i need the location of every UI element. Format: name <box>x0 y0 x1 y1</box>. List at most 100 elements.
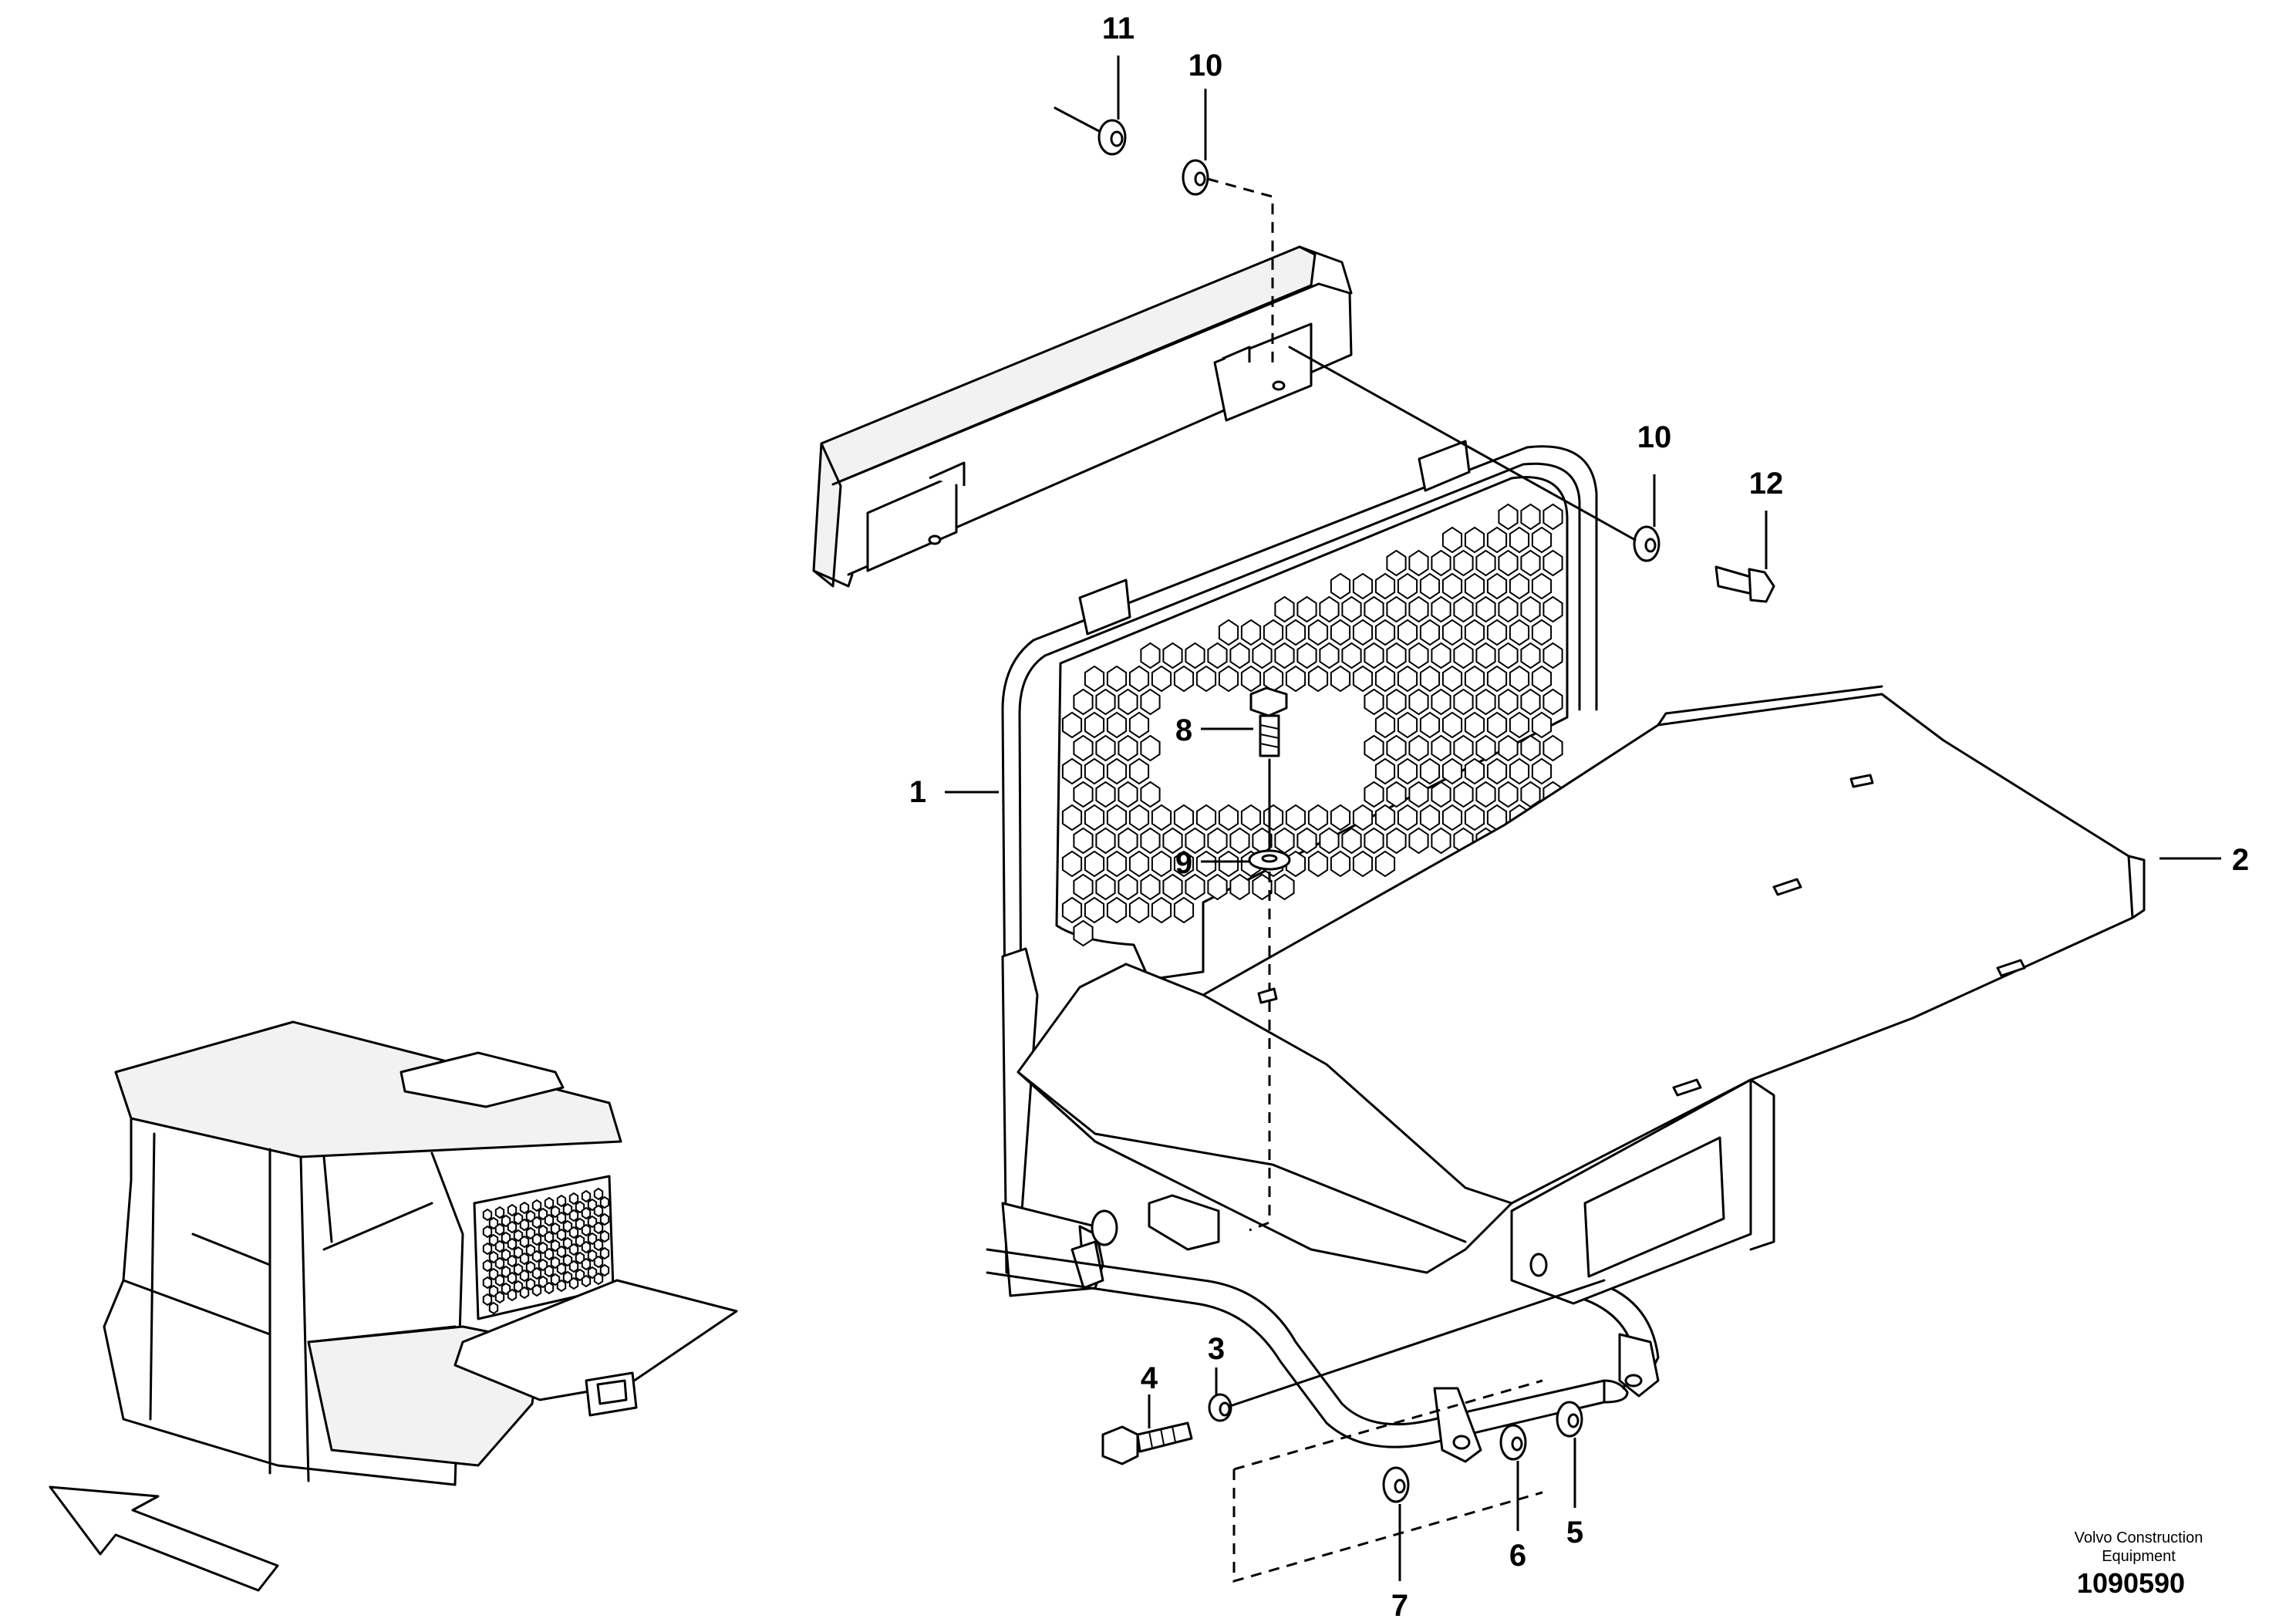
mesh-hexagon <box>1118 688 1138 716</box>
mesh-hexagon <box>1364 827 1384 855</box>
bolt-8 <box>1249 686 1288 850</box>
mesh-hexagon <box>1073 873 1094 901</box>
mesh-hexagon <box>1173 804 1195 831</box>
callout-2: 2 <box>2232 843 2249 877</box>
mesh-hexagon <box>1520 688 1541 716</box>
callout-11: 11 <box>1102 12 1135 46</box>
mini-mesh-hexagon <box>482 1259 493 1273</box>
grille-frame <box>986 440 1660 1463</box>
mini-hexagon-mesh <box>482 1187 610 1315</box>
mini-mesh-hexagon <box>599 1195 610 1209</box>
mesh-hexagon <box>1218 665 1239 693</box>
mesh-hexagon <box>1531 572 1553 600</box>
manufacturer-line-2: Equipment <box>2102 1548 2176 1565</box>
mesh-hexagon <box>1531 619 1553 646</box>
mesh-hexagon <box>1106 665 1128 693</box>
mesh-hexagon <box>1128 711 1150 739</box>
mesh-hexagon <box>1419 757 1441 785</box>
mesh-hexagon <box>1140 642 1161 669</box>
mesh-hexagon <box>1386 595 1407 623</box>
mesh-hexagon <box>1408 549 1429 577</box>
mesh-hexagon <box>1073 688 1094 716</box>
mesh-hexagon <box>1073 919 1094 947</box>
mini-mesh-hexagon <box>544 1230 555 1244</box>
mesh-hexagon <box>1307 850 1329 878</box>
mini-mesh-hexagon <box>544 1213 555 1227</box>
mesh-hexagon <box>1330 804 1351 831</box>
mesh-hexagon <box>1352 850 1374 878</box>
mini-mesh-hexagon <box>488 1301 499 1315</box>
mesh-hexagon <box>1252 873 1273 901</box>
mini-mesh-hexagon <box>494 1290 505 1304</box>
mesh-hexagon <box>1498 503 1519 531</box>
mesh-hexagon <box>1084 896 1105 924</box>
mesh-hexagon <box>1274 595 1295 623</box>
mesh-hexagon <box>1498 642 1519 669</box>
mesh-hexagon <box>1374 711 1396 739</box>
mesh-hexagon <box>1151 665 1172 693</box>
mesh-hexagon <box>1173 896 1195 924</box>
mesh-hexagon <box>1486 572 1508 600</box>
mesh-hexagon <box>1475 781 1496 808</box>
mini-mesh-hexagon <box>581 1189 592 1203</box>
mesh-hexagon <box>1486 619 1508 646</box>
mesh-hexagon <box>1386 688 1407 716</box>
mini-mesh-hexagon <box>494 1239 505 1253</box>
mesh-hexagon <box>1509 572 1530 600</box>
mesh-hexagon <box>1464 526 1485 554</box>
mesh-hexagon <box>1475 688 1496 716</box>
mesh-hexagon <box>1352 572 1374 600</box>
mini-mesh-hexagon <box>507 1254 518 1268</box>
mini-mesh-hexagon <box>568 1192 579 1206</box>
mesh-hexagon <box>1073 734 1094 762</box>
mesh-hexagon <box>1408 642 1429 669</box>
mesh-hexagon <box>1509 757 1530 785</box>
mesh-hexagon <box>1330 665 1351 693</box>
mesh-hexagon <box>1464 619 1485 646</box>
mini-mesh-hexagon <box>581 1240 592 1254</box>
mesh-hexagon <box>1374 572 1396 600</box>
mesh-hexagon <box>1073 781 1094 808</box>
mesh-hexagon <box>1441 711 1463 739</box>
mesh-hexagon <box>1431 781 1451 808</box>
bolt-12 <box>1714 565 1775 603</box>
mesh-hexagon <box>1084 757 1105 785</box>
mini-mesh-hexagon <box>556 1194 567 1208</box>
mini-mesh-hexagon <box>507 1271 518 1285</box>
mesh-hexagon <box>1285 804 1306 831</box>
washer-10-top <box>1182 159 1274 363</box>
callout-10-right: 10 <box>1637 420 1672 454</box>
mesh-hexagon <box>1509 619 1530 646</box>
mesh-hexagon <box>1374 665 1396 693</box>
mesh-hexagon <box>1408 595 1429 623</box>
mesh-hexagon <box>1128 850 1150 878</box>
mesh-hexagon <box>1185 873 1205 901</box>
mesh-hexagon <box>1397 619 1418 646</box>
mesh-hexagon <box>1419 711 1441 739</box>
mesh-hexagon <box>1498 595 1519 623</box>
mini-mesh-hexagon <box>556 1262 567 1276</box>
mini-mesh-hexagon <box>494 1256 505 1270</box>
mesh-hexagon <box>1151 896 1172 924</box>
mesh-hexagon <box>1397 572 1418 600</box>
mesh-hexagon <box>1341 642 1362 669</box>
mini-mesh-hexagon <box>581 1257 592 1271</box>
mesh-hexagon <box>1207 642 1228 669</box>
mesh-hexagon <box>1374 804 1396 831</box>
mesh-hexagon <box>1453 595 1474 623</box>
mesh-hexagon <box>1330 619 1351 646</box>
mesh-hexagon <box>1128 665 1150 693</box>
mesh-hexagon <box>1319 595 1340 623</box>
mini-mesh-hexagon <box>544 1247 555 1261</box>
mesh-hexagon <box>1441 757 1463 785</box>
mini-mesh-hexagon <box>531 1283 542 1297</box>
mesh-hexagon <box>1419 804 1441 831</box>
mesh-hexagon <box>1364 688 1384 716</box>
mini-mesh-hexagon <box>581 1206 592 1220</box>
mini-mesh-hexagon <box>593 1238 604 1252</box>
mini-mesh-hexagon <box>544 1196 555 1210</box>
mesh-hexagon <box>1475 549 1496 577</box>
callout-9: 9 <box>1175 846 1192 880</box>
mini-mesh-hexagon <box>556 1211 567 1225</box>
mesh-hexagon <box>1274 827 1295 855</box>
